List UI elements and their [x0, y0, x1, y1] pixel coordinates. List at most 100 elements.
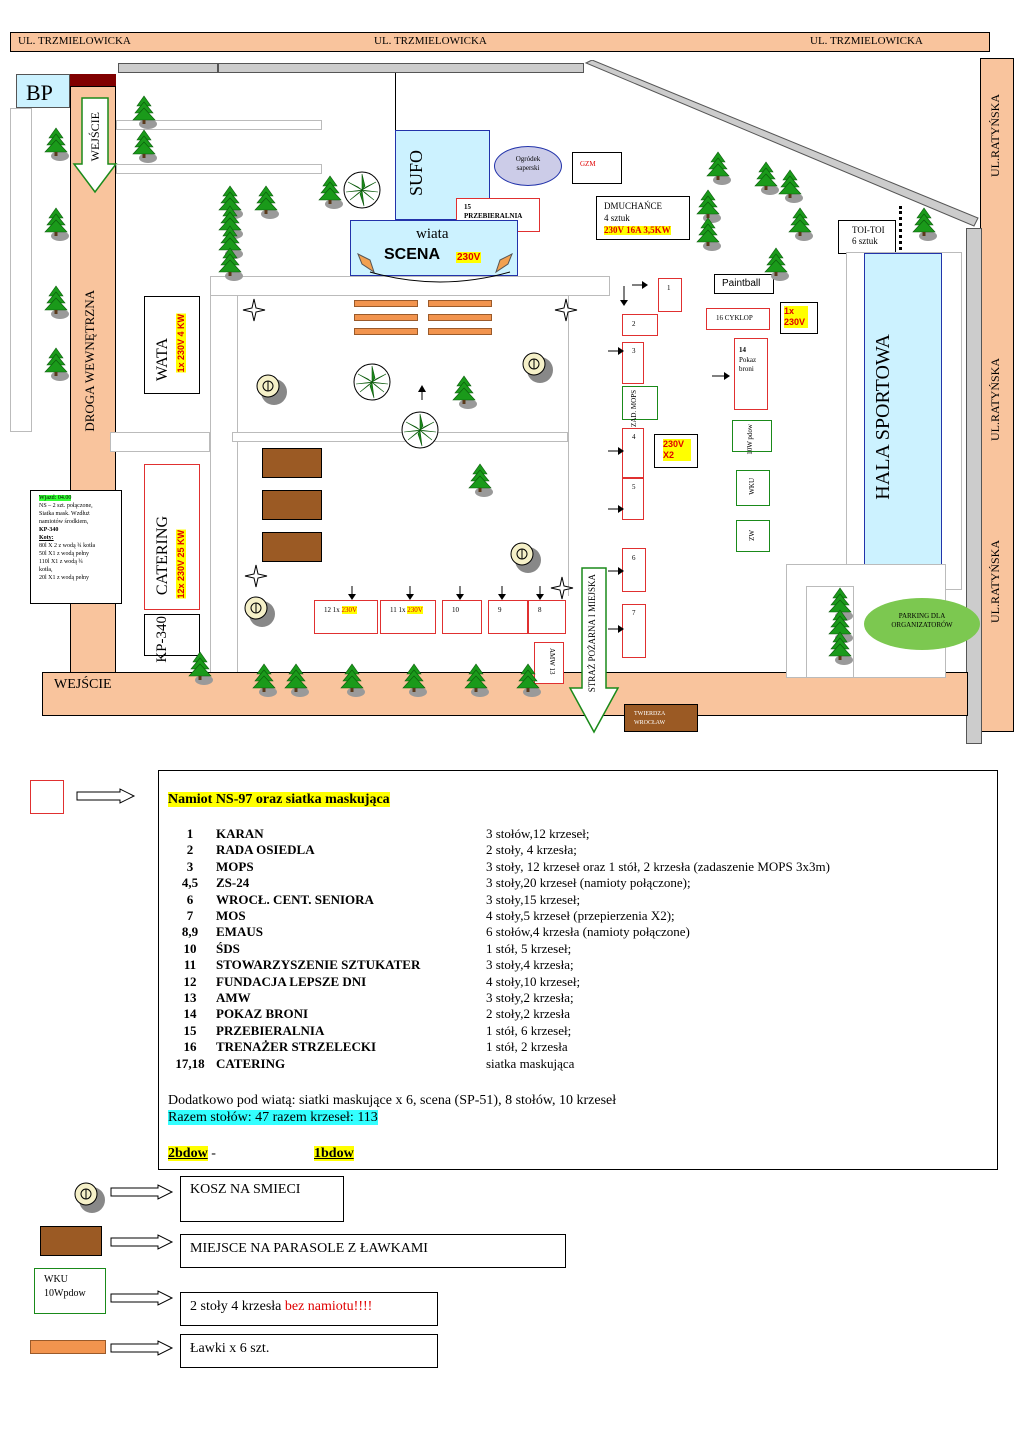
- legend-cell-num: 3: [186, 858, 194, 874]
- legend-cell-desc: 1 stół, 2 krzesła: [486, 1039, 568, 1055]
- legend-cell-name: ZS-24: [216, 875, 250, 891]
- map-decorations: [44, 95, 938, 698]
- stall-zad-mops: [622, 386, 658, 420]
- legend-cell-num: 17,18: [175, 1055, 205, 1071]
- info-header-text: Wjazd: 04.00: [39, 495, 72, 501]
- stall-12-power: 230V: [341, 606, 358, 614]
- info-kp: KP-340: [39, 527, 59, 533]
- tree-icon: [464, 663, 490, 698]
- key-stoly-label: 2 stoły 4 krzesła bez namiotu!!!!: [190, 1299, 372, 1315]
- key-arrow-icon-4: [110, 1290, 174, 1306]
- stall-3: [622, 342, 644, 384]
- parking-label: PARKING DLA ORGANIZATORÓW: [891, 612, 953, 629]
- bench-6: [428, 328, 492, 335]
- legend-cell-name: STOWARZYSZENIE SZTUKATER: [216, 957, 421, 973]
- tree-icon: [452, 375, 478, 410]
- key-arrow-icon-2: [110, 1184, 174, 1200]
- bench-4: [428, 314, 492, 321]
- tree-icon: [468, 463, 494, 498]
- legend-cell-desc: 3 stoły,2 krzesła;: [486, 990, 574, 1006]
- legend-cell-desc: 4 stoły,10 krzeseł;: [486, 973, 581, 989]
- speaker-left-icon: [357, 252, 375, 274]
- divider-line: [395, 73, 396, 130]
- legend-extra: Dodatkowo pod wiatą: siatki maskujące x …: [168, 1093, 617, 1108]
- legend-cell-name: RADA OSIEDLA: [216, 842, 315, 858]
- legend-cell-desc: 1 stół, 5 krzeseł;: [486, 940, 572, 956]
- paintball-label: Paintball: [722, 278, 761, 289]
- palm-icon: [401, 411, 439, 449]
- legend-cell-name: PRZEBIERALNIA: [216, 1022, 325, 1038]
- gzm-area: [572, 152, 622, 184]
- key-bez-text: bez namiotu!!!!: [284, 1299, 373, 1314]
- tree-icon: [318, 175, 344, 210]
- arrow-right-icon-1: [632, 281, 648, 289]
- ogrodek-saperski: [494, 146, 562, 186]
- stall-13-amw: [534, 642, 564, 684]
- kp-stand: [144, 614, 200, 656]
- dmuchance-count: 4 sztuk: [604, 213, 630, 223]
- legend-cell-num: 14: [183, 1006, 197, 1022]
- parking-organizatorow: [864, 598, 980, 650]
- legend-cell-num: 6: [186, 891, 194, 907]
- toitoi-area: [838, 220, 896, 254]
- legend-box: [158, 770, 998, 1170]
- tree-icon: [340, 663, 366, 698]
- info-k3: 110l X1 z wodą ¾: [39, 559, 83, 565]
- key-lawki-box: [180, 1334, 438, 1368]
- parasol-place-1: [262, 448, 322, 478]
- legend-title-text: Namiot NS-97 oraz siatka maskująca: [168, 792, 390, 807]
- path-vertical: [210, 276, 238, 686]
- entrance-arrow-top: [72, 97, 118, 194]
- parasol-place-2: [262, 490, 322, 520]
- tree-icon: [252, 663, 278, 698]
- toitoi-label: TOI-TOI: [852, 225, 885, 235]
- star-icon: [242, 298, 266, 322]
- wata-stand: [144, 296, 200, 394]
- palm-icon: [343, 171, 381, 209]
- legend-cell-desc: 2 stoły,2 krzesła: [486, 1006, 570, 1022]
- amw-label: AMW 13: [548, 648, 556, 675]
- dmuchance-label: DMUCHAŃCE: [604, 201, 663, 211]
- legend-cell-desc: 2 stoły, 4 krzesła;: [486, 842, 577, 858]
- street-trzmielowicka: [10, 32, 990, 52]
- wall-top: [218, 63, 584, 73]
- star-icon: [554, 298, 578, 322]
- stall-12-label: 12 1x 230V: [324, 606, 358, 615]
- info-k4: kotła,: [39, 567, 53, 573]
- toitoi-dots: [899, 206, 903, 250]
- tree-icon: [402, 663, 428, 698]
- tree-icon: [44, 207, 70, 242]
- key-stoly-box: [180, 1292, 438, 1326]
- bin-icon: [244, 596, 276, 628]
- key-parasole-box: [180, 1234, 566, 1268]
- stall-3-label: 3: [632, 347, 636, 355]
- cyklop-label: 16 CYKLOP: [716, 314, 753, 322]
- legend-cell-num: 11: [183, 957, 197, 973]
- path-2: [116, 164, 322, 174]
- tree-icon: [754, 161, 780, 196]
- arrow-up-head: [418, 385, 426, 392]
- stall-5-label: 5: [632, 483, 636, 491]
- legend-cell-num: 13: [183, 990, 197, 1006]
- arrow-left-icon-3: [608, 505, 624, 513]
- stall-8-label: 8: [538, 606, 542, 614]
- street-label-top-3: UL. TRZMIELOWICKA: [810, 35, 923, 47]
- arrow-down-icon-4: [456, 586, 464, 600]
- stall-10: [442, 600, 482, 634]
- info-header: Wjazd: 04.00: [39, 494, 113, 502]
- stall-12-text: 12 1x: [324, 606, 340, 614]
- legend-cell-desc: 3 stoły,4 krzesła;: [486, 957, 574, 973]
- walkway-left: [10, 108, 32, 432]
- path-mid: [232, 432, 568, 442]
- wall-corner: [70, 74, 116, 86]
- scena-power: 230V: [456, 252, 482, 263]
- info-line-2: Siatka mask. Wzdłuż: [39, 511, 90, 517]
